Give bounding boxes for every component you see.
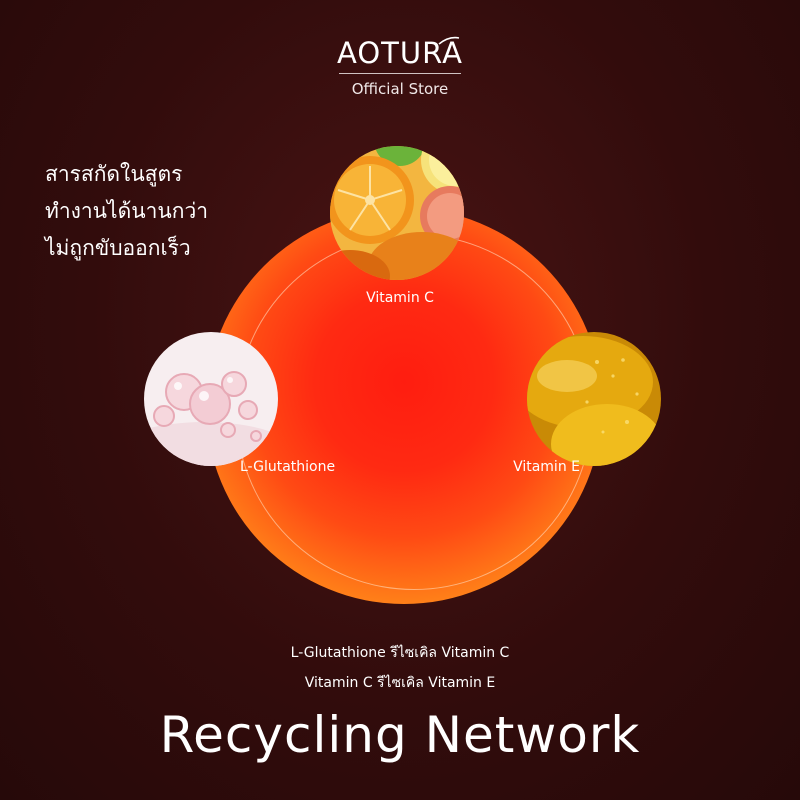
l-glutathione-image xyxy=(144,332,278,466)
vitamin-c-image xyxy=(330,146,464,280)
vitamin-c-label: Vitamin C xyxy=(366,290,434,306)
headline: Recycling Network xyxy=(159,706,641,764)
brand-logo: AOTURA Official Store xyxy=(300,34,500,98)
golden-oil-icon xyxy=(527,332,661,466)
brand-divider xyxy=(339,73,461,74)
tagline-line: ทำงานได้นานกว่า xyxy=(45,199,209,223)
brand-accent-icon xyxy=(438,36,460,45)
brand-subtitle: Official Store xyxy=(351,80,449,98)
tagline: สารสกัดในสูตร ทำงานได้นานกว่า ไม่ถูกขับอ… xyxy=(45,156,285,267)
vitamin-e-image xyxy=(527,332,661,466)
tagline-line: สารสกัดในสูตร xyxy=(45,162,183,186)
brand-name: AOTURA xyxy=(337,34,463,72)
citrus-fruit-icon xyxy=(330,146,464,280)
tagline-line: ไม่ถูกขับออกเร็ว xyxy=(45,236,191,260)
description-line: L-Glutathione รีไซเคิล Vitamin C xyxy=(290,645,510,661)
vitamin-e-label: Vitamin E xyxy=(513,459,580,475)
l-glutathione-label: L-Glutathione xyxy=(240,459,336,475)
pink-bubbles-icon xyxy=(144,332,278,466)
description-line: Vitamin C รีไซเคิล Vitamin E xyxy=(304,675,496,691)
